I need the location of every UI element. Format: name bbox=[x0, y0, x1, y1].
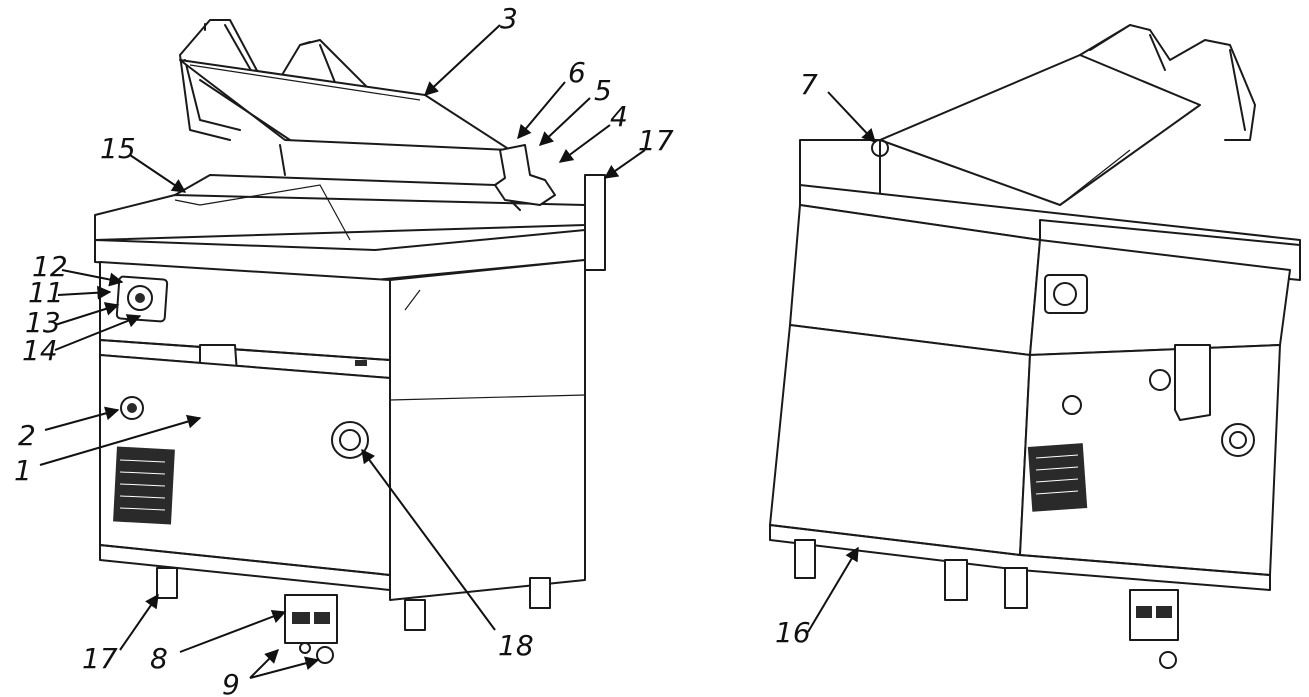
foot bbox=[944, 559, 968, 601]
callout-14: 14 bbox=[22, 334, 58, 367]
callout-1: 1 bbox=[14, 454, 32, 487]
leader-18 bbox=[361, 448, 496, 631]
lid-panel bbox=[879, 54, 1201, 206]
lid-handle-frame bbox=[1079, 24, 1256, 141]
leader-9a bbox=[249, 649, 279, 679]
leader-13 bbox=[54, 302, 120, 326]
rear-view-unit bbox=[769, 24, 1301, 669]
callout-13: 13 bbox=[25, 306, 61, 339]
leader-5 bbox=[538, 97, 591, 146]
callout-5: 5 bbox=[594, 74, 612, 107]
foot bbox=[156, 567, 178, 599]
foot bbox=[404, 599, 426, 631]
callout-4: 4 bbox=[610, 100, 628, 133]
leader-16 bbox=[807, 546, 859, 633]
callout-8: 8 bbox=[150, 642, 168, 675]
leader-12 bbox=[61, 269, 124, 287]
side-cabinet bbox=[389, 259, 586, 601]
callout-17-bottom: 17 bbox=[82, 642, 118, 675]
front-view-unit bbox=[94, 19, 606, 664]
leader-11 bbox=[57, 285, 112, 300]
callout-labels: 3 6 5 4 17 15 12 11 13 14 2 1 18 17 8 9 … bbox=[14, 2, 818, 697]
leader-2 bbox=[44, 406, 120, 431]
lid-handle-frame bbox=[179, 19, 401, 141]
callout-leaders bbox=[39, 24, 876, 679]
leader-4 bbox=[558, 124, 611, 163]
callout-7: 7 bbox=[800, 68, 818, 101]
leader-8 bbox=[179, 609, 287, 653]
callout-9: 9 bbox=[222, 668, 240, 697]
water-faucet bbox=[494, 144, 556, 206]
rear-panel bbox=[769, 324, 1031, 556]
leader-7 bbox=[827, 91, 876, 144]
callout-16: 16 bbox=[775, 616, 811, 649]
callout-11: 11 bbox=[28, 276, 64, 309]
leader-14 bbox=[54, 314, 142, 351]
callout-3: 3 bbox=[500, 2, 518, 35]
callout-2: 2 bbox=[18, 419, 36, 452]
leader-17-bottom bbox=[119, 593, 159, 651]
callout-18: 18 bbox=[498, 629, 534, 662]
leader-9b bbox=[249, 656, 320, 679]
foot bbox=[794, 539, 816, 579]
callout-12: 12 bbox=[32, 250, 68, 283]
lid-panel bbox=[179, 59, 511, 151]
callout-15: 15 bbox=[100, 132, 136, 165]
foot bbox=[1004, 567, 1028, 609]
leader-6 bbox=[517, 81, 566, 140]
leader-1 bbox=[39, 414, 202, 466]
callout-17-top: 17 bbox=[638, 124, 674, 157]
leader-17-top bbox=[603, 149, 646, 179]
foot bbox=[529, 577, 551, 609]
callout-6: 6 bbox=[568, 56, 586, 89]
leader-3 bbox=[423, 24, 501, 96]
leader-15 bbox=[129, 154, 187, 193]
